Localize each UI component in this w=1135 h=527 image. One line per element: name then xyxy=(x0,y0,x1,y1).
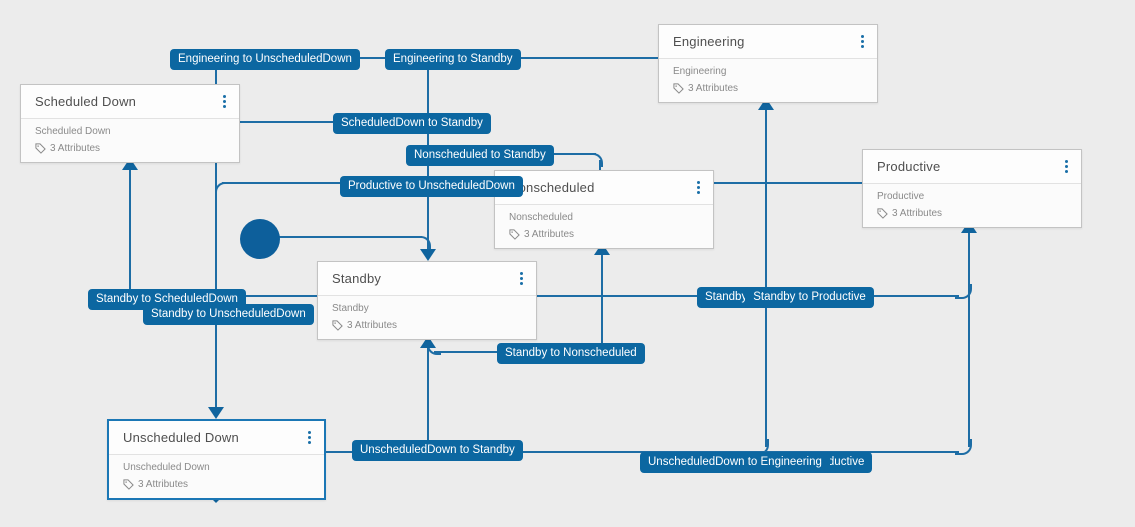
edge-label-productive-to-unscheduleddown[interactable]: Productive to UnscheduledDown xyxy=(340,176,523,197)
state-node-standby[interactable]: Standby Standby 3 Attributes xyxy=(317,261,537,340)
state-node-scheduled-down[interactable]: Scheduled Down Scheduled Down 3 Attribut… xyxy=(20,84,240,163)
node-subtitle: Scheduled Down xyxy=(35,126,111,137)
state-node-productive[interactable]: Productive Productive 3 Attributes xyxy=(862,149,1082,228)
edge-label-engineering-to-unscheduleddown[interactable]: Engineering to UnscheduledDown xyxy=(170,49,360,70)
edge-segment xyxy=(427,346,429,453)
kebab-menu-icon[interactable] xyxy=(220,92,229,111)
attributes-label: 3 Attributes xyxy=(524,229,575,240)
tag-icon xyxy=(509,229,520,240)
state-node-engineering[interactable]: Engineering Engineering 3 Attributes xyxy=(658,24,878,103)
state-node-unscheduled-down[interactable]: Unscheduled Down Unscheduled Down 3 Attr… xyxy=(107,419,326,500)
arrowhead-down-icon xyxy=(208,407,224,419)
node-subtitle: Productive xyxy=(877,191,925,202)
edge-segment xyxy=(129,168,131,297)
edge-label-productive-partial[interactable]: ductive xyxy=(819,452,873,473)
node-subtitle: Engineering xyxy=(673,66,727,77)
edge-segment xyxy=(968,231,970,447)
edge-segment xyxy=(277,236,422,238)
edge-segment xyxy=(215,59,217,407)
edge-label-standby-to-nonscheduled[interactable]: Standby to Nonscheduled xyxy=(497,343,645,364)
state-node-nonscheduled[interactable]: Nonscheduled Nonscheduled 3 Attributes xyxy=(494,170,714,249)
attributes-label: 3 Attributes xyxy=(138,479,189,490)
edge-label-unscheduleddown-to-engineering[interactable]: UnscheduledDown to Engineering xyxy=(640,452,830,473)
node-subtitle: Standby xyxy=(332,303,369,314)
node-title: Engineering xyxy=(673,34,745,49)
tag-icon xyxy=(35,143,46,154)
attributes-label: 3 Attributes xyxy=(688,83,739,94)
edge-label-group-standby-to-productive: Standby Standby to Productive xyxy=(697,287,874,308)
kebab-menu-icon[interactable] xyxy=(858,32,867,51)
attributes-label: 3 Attributes xyxy=(892,208,943,219)
arrowhead-down-icon xyxy=(420,249,436,261)
kebab-menu-icon[interactable] xyxy=(694,178,703,197)
edge-segment xyxy=(765,108,767,447)
kebab-menu-icon[interactable] xyxy=(517,269,526,288)
attributes-label: 3 Attributes xyxy=(347,320,398,331)
node-subtitle: Unscheduled Down xyxy=(123,462,210,473)
edge-corner xyxy=(427,342,441,355)
edge-corner xyxy=(955,284,972,299)
edge-label-standby-to-productive[interactable]: Standby to Productive xyxy=(745,287,874,308)
tag-icon xyxy=(877,208,888,219)
edge-label-standby-partial[interactable]: Standby xyxy=(697,287,756,308)
edge-label-nonscheduled-to-standby[interactable]: Nonscheduled to Standby xyxy=(406,145,554,166)
node-title: Scheduled Down xyxy=(35,94,137,109)
tag-icon xyxy=(673,83,684,94)
edge-corner xyxy=(590,153,603,167)
kebab-menu-icon[interactable] xyxy=(1062,157,1071,176)
tag-icon xyxy=(332,320,343,331)
node-title: Unscheduled Down xyxy=(123,430,239,445)
edge-label-unscheduleddown-to-standby[interactable]: UnscheduledDown to Standby xyxy=(352,440,523,461)
node-title: Nonscheduled xyxy=(509,180,595,195)
kebab-menu-icon[interactable] xyxy=(305,428,314,447)
edge-label-engineering-to-standby[interactable]: Engineering to Standby xyxy=(385,49,521,70)
edge-corner xyxy=(416,236,431,251)
node-title: Standby xyxy=(332,271,382,286)
edge-label-scheduleddown-to-standby[interactable]: ScheduledDown to Standby xyxy=(333,113,491,134)
edge-segment xyxy=(601,253,603,344)
edge-corner xyxy=(215,182,229,196)
tag-icon xyxy=(123,479,134,490)
edge-label-group-unscheduleddown-to-engineering: UnscheduledDown to Engineering ductive xyxy=(640,452,873,473)
node-subtitle: Nonscheduled xyxy=(509,212,573,223)
edge-corner xyxy=(955,439,972,455)
start-state-circle[interactable] xyxy=(240,219,280,259)
node-title: Productive xyxy=(877,159,941,174)
attributes-label: 3 Attributes xyxy=(50,143,101,154)
edge-label-standby-to-unscheduleddown[interactable]: Standby to UnscheduledDown xyxy=(143,304,314,325)
